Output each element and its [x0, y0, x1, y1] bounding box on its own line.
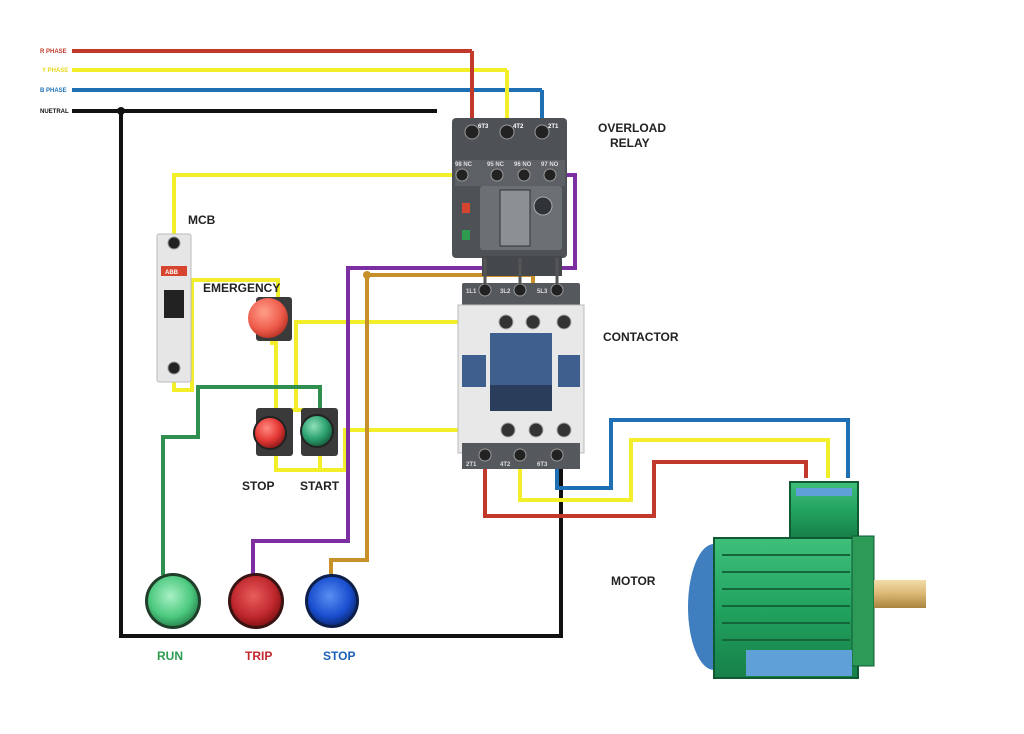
- relay-dial-icon: [533, 196, 553, 216]
- stop-lamp: [308, 577, 356, 625]
- blue-motor-wire: [555, 418, 850, 490]
- emergency-cap: [248, 298, 288, 338]
- relay-label-plate: [499, 189, 531, 247]
- emergency-button: [248, 297, 292, 341]
- contactor-label-3l2: 3L2: [500, 289, 511, 295]
- contactor-terminal-bottom-4t2: [513, 448, 527, 462]
- contactor-label-2t1: 2T1: [466, 462, 477, 468]
- contactor-slot-left: [462, 355, 486, 387]
- overload-relay-label-2: RELAY: [610, 136, 650, 150]
- mcb-label: MCB: [188, 213, 216, 227]
- contactor-aux-terminal-b: [525, 314, 541, 330]
- motor-cooling-fins: [722, 554, 850, 641]
- motor-shaft: [874, 580, 926, 608]
- b-phase-label: B PHASE: [40, 88, 67, 94]
- relay-reset-green-icon: [462, 230, 470, 240]
- stop-push-cap: [253, 416, 287, 450]
- overload-relay-label-1: OVERLOAD: [598, 121, 666, 135]
- neutral-wire: [119, 111, 563, 638]
- run-indicator: [145, 573, 201, 629]
- contactor-window: [490, 333, 552, 388]
- y-phase-label: Y PHASE: [42, 68, 68, 74]
- mcb-toggle: [164, 290, 184, 318]
- contactor-aux-terminal-c: [556, 314, 572, 330]
- relay-terminal-label-4t2: 4T2: [513, 124, 524, 130]
- relay-terminal-label-2t1: 2T1: [548, 124, 559, 130]
- yellow-control-wire-2: [172, 278, 280, 392]
- start-push-cap: [300, 414, 334, 448]
- motor-terminal-lid: [796, 488, 852, 496]
- contactor: 1L1 3L2 5L3 2T1 4T2 6T3: [457, 283, 585, 469]
- stop-indicator: [305, 574, 359, 628]
- relay-aux-terminal-95: [490, 168, 504, 182]
- contactor-label-1l1: 1L1: [466, 289, 477, 295]
- run-lamp: [148, 576, 198, 626]
- brown-junction: [363, 271, 371, 279]
- mcb: ABB: [156, 233, 192, 383]
- relay-bottom-legs: [482, 256, 562, 276]
- relay-aux-label-95: 95 NC: [487, 162, 505, 168]
- motor-flange: [851, 535, 875, 667]
- stop-indicator-label: STOP: [323, 649, 355, 663]
- trip-label: TRIP: [245, 649, 272, 663]
- r-phase-label: R PHASE: [40, 49, 67, 55]
- contactor-slot-right: [558, 355, 580, 387]
- relay-aux-terminal-97: [543, 168, 557, 182]
- contactor-terminal-top-3l2: [513, 283, 527, 297]
- yellow-motor-wire: [518, 438, 830, 502]
- relay-aux-label-98: 98 NC: [455, 162, 473, 168]
- green-run-wire: [161, 385, 322, 575]
- relay-aux-label-97: 97 NO: [541, 162, 559, 168]
- stop-push-button: [253, 408, 293, 456]
- mcb-top-terminal: [167, 236, 181, 250]
- contactor-coil-terminal-a: [500, 422, 516, 438]
- contactor-aux-terminal-a: [498, 314, 514, 330]
- neutral-label: NUETRAL: [40, 109, 69, 115]
- stop-push-label: STOP: [242, 479, 274, 493]
- overload-relay: 6T3 4T2 2T1 98 NC 95 NC 96 NO 97 NO: [452, 118, 567, 276]
- trip-lamp: [231, 576, 281, 626]
- run-label: RUN: [157, 649, 183, 663]
- neutral-junction: [117, 107, 125, 115]
- emergency-label: EMERGENCY: [203, 281, 280, 295]
- yellow-control-wire-3: [270, 341, 508, 472]
- relay-terminal-2t1: [534, 124, 550, 140]
- contactor-terminal-bottom-2t1: [478, 448, 492, 462]
- yellow-control-wire-1: [172, 173, 462, 243]
- relay-terminal-4t2: [499, 124, 515, 140]
- red-motor-wire: [483, 455, 808, 518]
- mcb-bottom-terminal: [167, 361, 181, 375]
- relay-terminal-6t3: [464, 124, 480, 140]
- mcb-brand: ABB: [165, 270, 179, 276]
- start-push-button: [300, 408, 338, 456]
- contactor-label-4t2: 4T2: [500, 462, 511, 468]
- relay-aux-terminal-96: [517, 168, 531, 182]
- brown-stop-wire: [329, 273, 535, 575]
- relay-aux-terminal-98: [455, 168, 469, 182]
- contactor-coil-terminal-c: [556, 422, 572, 438]
- motor-label: MOTOR: [611, 574, 656, 588]
- trip-indicator: [228, 573, 284, 629]
- motor: [688, 481, 926, 679]
- contactor-terminal-bottom-6t3: [550, 448, 564, 462]
- purple-trip-wire: [251, 173, 577, 575]
- mcb-brand-plate: [161, 266, 187, 276]
- phase-lines: R PHASE Y PHASE B PHASE NUETRAL: [40, 49, 542, 115]
- relay-terminal-label-6t3: 6T3: [478, 124, 489, 130]
- relay-aux-label-96: 96 NO: [514, 162, 532, 168]
- yellow-control-wire-5: [294, 320, 506, 410]
- contactor-label-5l3: 5L3: [537, 289, 548, 295]
- contactor-label: CONTACTOR: [603, 330, 679, 344]
- relay-reset-red-icon: [462, 203, 470, 213]
- contactor-terminal-top-5l3: [550, 283, 564, 297]
- motor-base: [746, 650, 852, 676]
- contactor-coil-terminal-b: [528, 422, 544, 438]
- start-push-label: START: [300, 479, 340, 493]
- contactor-terminal-top-1l1: [478, 283, 492, 297]
- contactor-label-6t3: 6T3: [537, 462, 548, 468]
- contactor-plunger: [490, 385, 552, 411]
